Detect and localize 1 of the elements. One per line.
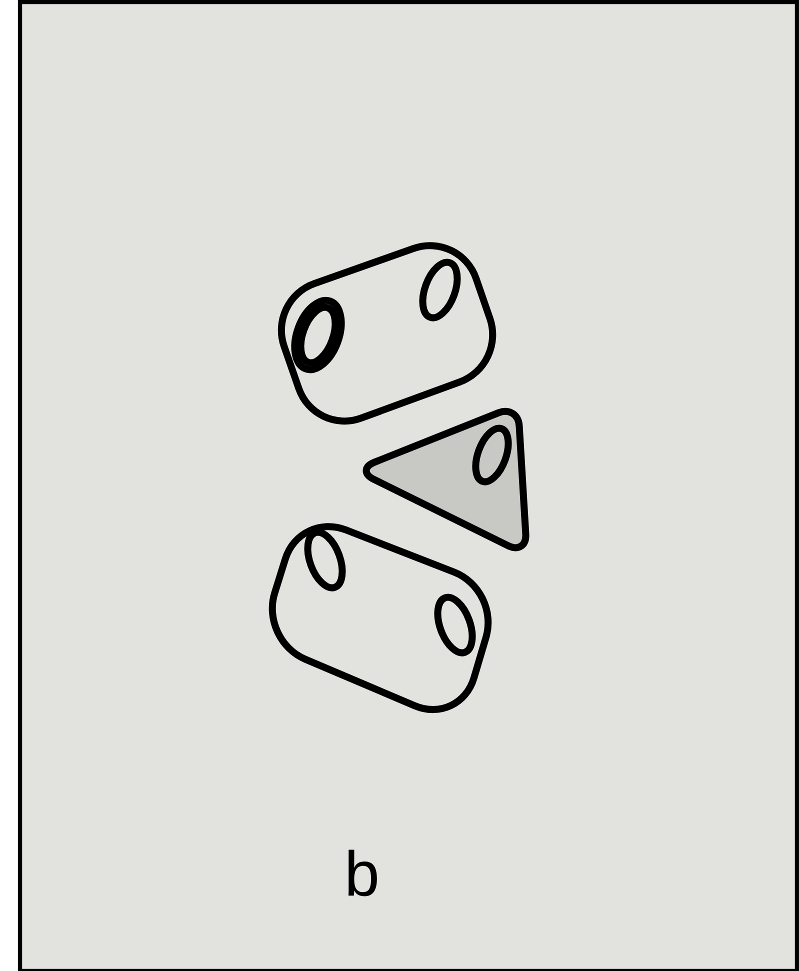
figure-label: b bbox=[348, 850, 377, 896]
